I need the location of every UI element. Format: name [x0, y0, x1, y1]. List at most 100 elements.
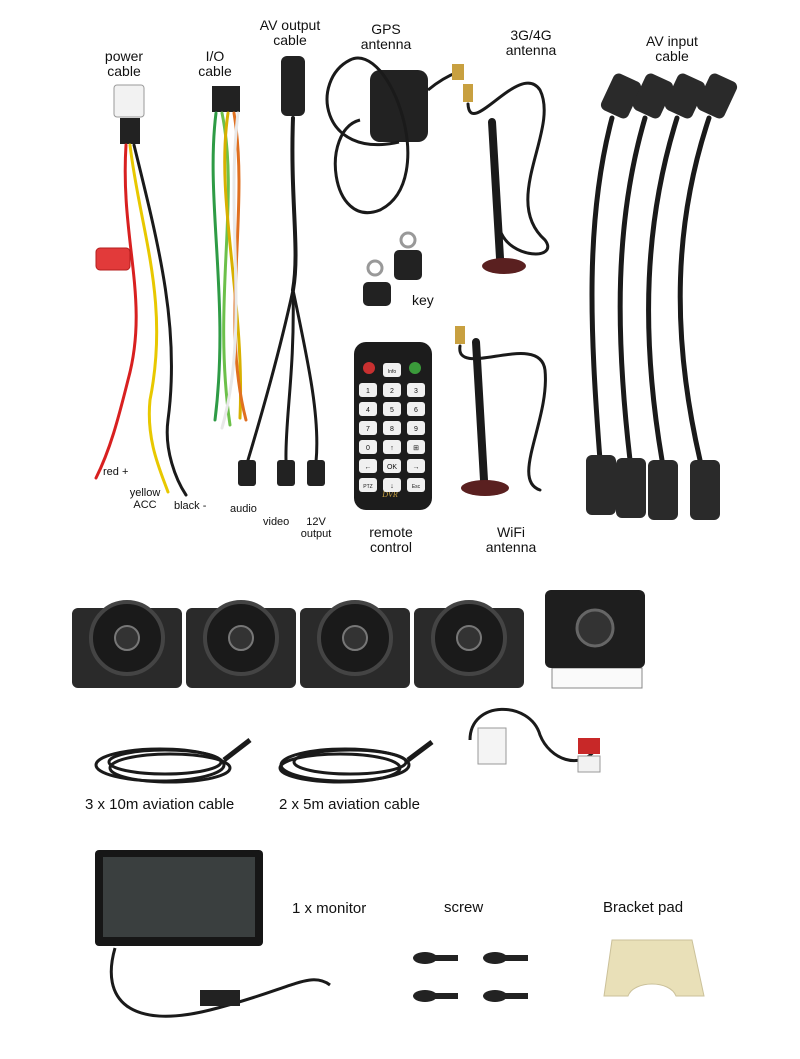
antenna-3g4g: [463, 81, 550, 274]
wifi-antenna: [455, 326, 547, 496]
remote-key: [359, 421, 377, 435]
antenna-3g4g-label-line2: antenna: [505, 42, 557, 58]
cable-5m-label: 2 x 5m aviation cable: [279, 796, 420, 813]
remote-key: [359, 402, 377, 416]
remote-key: [359, 459, 377, 473]
bracket-pad-shape: [603, 939, 705, 997]
gps-antenna-label: GPS antenna: [354, 22, 418, 52]
screw-set: [413, 952, 528, 1002]
remote-key: [383, 478, 401, 492]
remote-key-label: 0: [366, 445, 370, 452]
dome-cameras: [72, 590, 645, 689]
remote-brand-mark: DVR: [381, 490, 398, 499]
remote-key: [407, 459, 425, 473]
gps-antenna-label-line1: GPS: [371, 21, 401, 37]
io-cable-label-line2: cable: [198, 63, 232, 79]
red-wire-label: red +: [103, 466, 129, 478]
remote-key: [407, 478, 425, 492]
remote-key: [383, 421, 401, 435]
av-input-cable-label-line2: cable: [655, 48, 689, 64]
remote-key: [359, 440, 377, 454]
remote-control-label-line1: remote: [369, 524, 413, 540]
remote-key-label: Esc: [412, 484, 421, 490]
av-input-cable-label-line1: AV input: [646, 33, 698, 49]
antenna-3g4g-label-line1: 3G/4G: [510, 27, 552, 43]
antenna-3g4g-label: 3G/4G antenna: [496, 28, 566, 58]
remote-key: [407, 402, 425, 416]
av-input-cable: [586, 73, 738, 520]
remote-key-label: OK: [387, 464, 397, 471]
video-label: video: [263, 516, 290, 528]
remote-key-label: 8: [390, 426, 394, 433]
remote-key: [383, 440, 401, 454]
av-output-cable: [238, 56, 325, 486]
remote-key: [359, 478, 377, 492]
wifi-antenna-label-line1: WiFi: [497, 524, 525, 540]
remote-control-label-line2: control: [369, 539, 413, 555]
output-12v-label-line2: output: [300, 528, 332, 540]
power-cable-label-line2: cable: [107, 63, 141, 79]
key-set: [363, 231, 422, 306]
remote-key-label: 4: [366, 407, 370, 414]
remote-key: [407, 383, 425, 397]
camera-1: [72, 600, 182, 688]
power-cable: [94, 84, 188, 497]
yellow-wire-label: yellow ACC: [124, 487, 166, 511]
aviation-cables: [94, 738, 434, 784]
av-output-cable-label: AV output cable: [248, 18, 332, 48]
io-cable-label: I/O cable: [192, 49, 238, 79]
remote-key: [383, 363, 401, 377]
io-cable: [211, 86, 248, 430]
power-cable-label-line1: power: [104, 48, 144, 64]
remote-key-label: PTZ: [363, 484, 372, 490]
remote-key: [407, 440, 425, 454]
remote-key-label: ←: [365, 464, 372, 471]
av-output-cable-label-line1: AV output: [259, 17, 321, 33]
camera-2: [186, 600, 296, 688]
io-cable-label-line1: I/O: [205, 48, 225, 64]
screw-label: screw: [444, 899, 484, 916]
output-12v-label-line1: 12V: [306, 516, 326, 528]
monitor-device: [95, 850, 331, 1018]
av-output-cable-label-line2: cable: [273, 32, 307, 48]
monitor-label: 1 x monitor: [292, 900, 367, 917]
remote-key-label: Info: [388, 369, 397, 375]
remote-key-label: 9: [414, 426, 418, 433]
remote-key-label: ↑: [390, 445, 394, 452]
camera-3: [300, 600, 410, 688]
remote-key-label: 7: [366, 426, 370, 433]
cable-10m-label: 3 x 10m aviation cable: [85, 796, 235, 813]
remote-key: [383, 459, 401, 473]
remote-control-label: remote control: [360, 525, 422, 555]
camera-4: [414, 600, 524, 688]
output-12v-label: 12V output: [296, 516, 336, 540]
power-cable-label: power cable: [96, 49, 152, 79]
yellow-wire-label-line1: yellow: [129, 487, 161, 499]
microphone-module: [468, 707, 601, 773]
rear-camera: [545, 590, 645, 689]
remote-key: [383, 402, 401, 416]
audio-label: audio: [230, 503, 257, 515]
gps-antenna-label-line2: antenna: [360, 36, 412, 52]
wifi-antenna-label-line2: antenna: [485, 539, 537, 555]
remote-key-label: →: [413, 464, 420, 471]
remote-key-label: 2: [390, 388, 394, 395]
remote-key-label: ⊞: [413, 445, 419, 452]
av-input-cable-label: AV input cable: [636, 34, 708, 64]
remote-key: [407, 421, 425, 435]
bracket-pad-label: Bracket pad: [603, 899, 684, 916]
black-wire-label: black -: [174, 500, 207, 512]
remote-key-label: 6: [414, 407, 418, 414]
gps-antenna: [325, 56, 464, 215]
key-label: key: [412, 292, 434, 308]
remote-key: [383, 383, 401, 397]
remote-key-label: ↓: [390, 483, 394, 490]
remote-key: [359, 383, 377, 397]
remote-key-label: 1: [366, 388, 370, 395]
yellow-wire-label-line2: ACC: [133, 499, 157, 511]
remote-key-label: 5: [390, 407, 394, 414]
wifi-antenna-label: WiFi antenna: [480, 525, 542, 555]
